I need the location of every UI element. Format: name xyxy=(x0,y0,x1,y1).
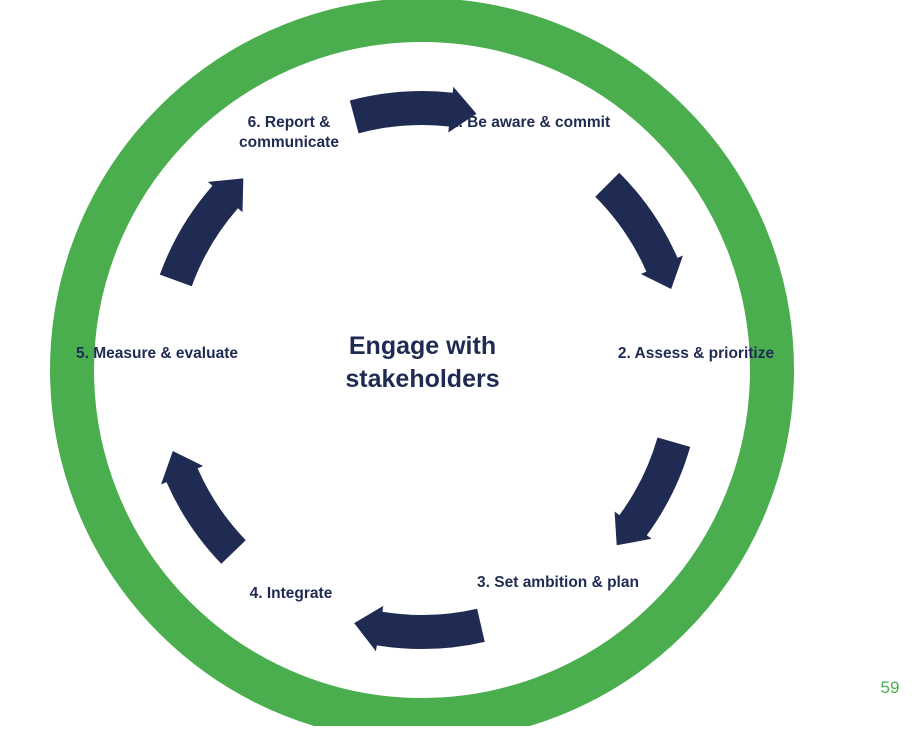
step-measure: 5. Measure & evaluate xyxy=(76,345,238,362)
arrow-aware-to-assess xyxy=(595,172,683,290)
arrow-integrate-to-measure xyxy=(161,450,246,564)
arrow-report-to-aware xyxy=(349,86,477,134)
step-set-ambition: 3. Set ambition & plan xyxy=(477,574,639,591)
arrow-ambition-to-integrate xyxy=(354,605,485,652)
step-report: 6. Report & communicate xyxy=(239,114,339,151)
step-integrate: 4. Integrate xyxy=(249,585,333,602)
step-assess: 2. Assess & prioritize xyxy=(617,345,775,362)
arrow-assess-to-ambition xyxy=(614,437,691,546)
center-label: Engage with stakeholders xyxy=(345,332,500,393)
step-be-aware: 1. Be aware & commit xyxy=(449,114,611,131)
cycle-arrows xyxy=(159,86,691,652)
arrow-measure-to-report xyxy=(159,178,244,287)
green-ring xyxy=(50,0,794,731)
page-number: 59 xyxy=(880,678,900,697)
